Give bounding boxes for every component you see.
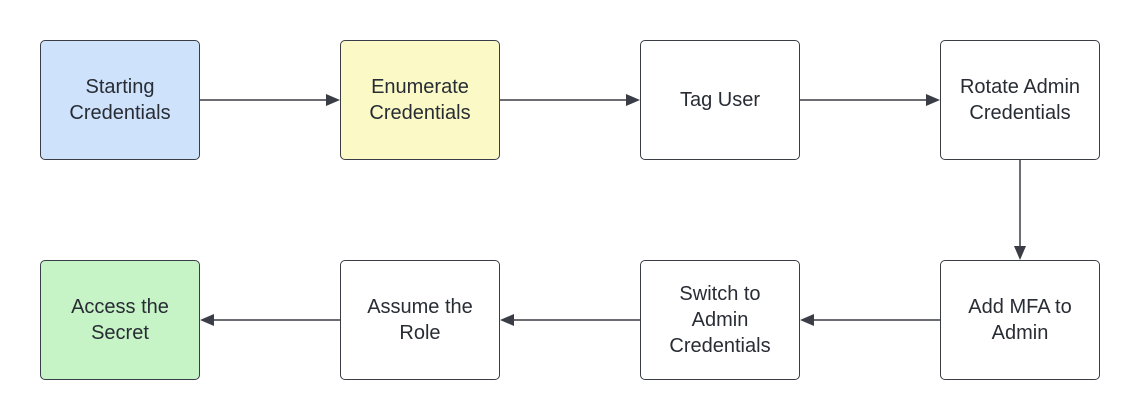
edge-switch-to-admin-credentials-to-assume-the-role bbox=[500, 314, 640, 326]
node-rotate-admin-credentials: Rotate Admin Credentials bbox=[940, 40, 1100, 160]
node-label: Tag User bbox=[679, 89, 761, 111]
node-label: Add MFA to Admin bbox=[968, 296, 1072, 344]
arrowhead-icon bbox=[1014, 246, 1026, 260]
edge-tag-user-to-rotate-admin-credentials bbox=[800, 94, 940, 106]
node-starting-credentials: Starting Credentials bbox=[40, 40, 200, 160]
node-label: Access the Secret bbox=[71, 296, 169, 344]
node-tag-user: Tag User bbox=[640, 40, 800, 160]
edge-rotate-admin-credentials-to-add-mfa-to-admin bbox=[1014, 160, 1026, 260]
edge-assume-the-role-to-access-the-secret bbox=[200, 314, 340, 326]
arrowhead-icon bbox=[200, 314, 214, 326]
node-add-mfa-to-admin: Add MFA to Admin bbox=[940, 260, 1100, 380]
node-enumerate-credentials: Enumerate Credentials bbox=[340, 40, 500, 160]
arrowhead-icon bbox=[800, 314, 814, 326]
node-label: Switch to Admin Credentials bbox=[669, 283, 771, 357]
edge-enumerate-credentials-to-tag-user bbox=[500, 94, 640, 106]
arrowhead-icon bbox=[626, 94, 640, 106]
edge-add-mfa-to-admin-to-switch-to-admin-credentials bbox=[800, 314, 940, 326]
node-label: Enumerate Credentials bbox=[369, 76, 471, 124]
arrowhead-icon bbox=[500, 314, 514, 326]
node-assume-the-role: Assume the Role bbox=[340, 260, 500, 380]
node-label: Starting Credentials bbox=[69, 76, 171, 124]
edge-starting-credentials-to-enumerate-credentials bbox=[200, 94, 340, 106]
arrowhead-icon bbox=[926, 94, 940, 106]
node-label: Rotate Admin Credentials bbox=[959, 76, 1081, 124]
node-switch-to-admin-credentials: Switch to Admin Credentials bbox=[640, 260, 800, 380]
node-access-the-secret: Access the Secret bbox=[40, 260, 200, 380]
arrowhead-icon bbox=[326, 94, 340, 106]
node-label: Assume the Role bbox=[367, 296, 473, 344]
